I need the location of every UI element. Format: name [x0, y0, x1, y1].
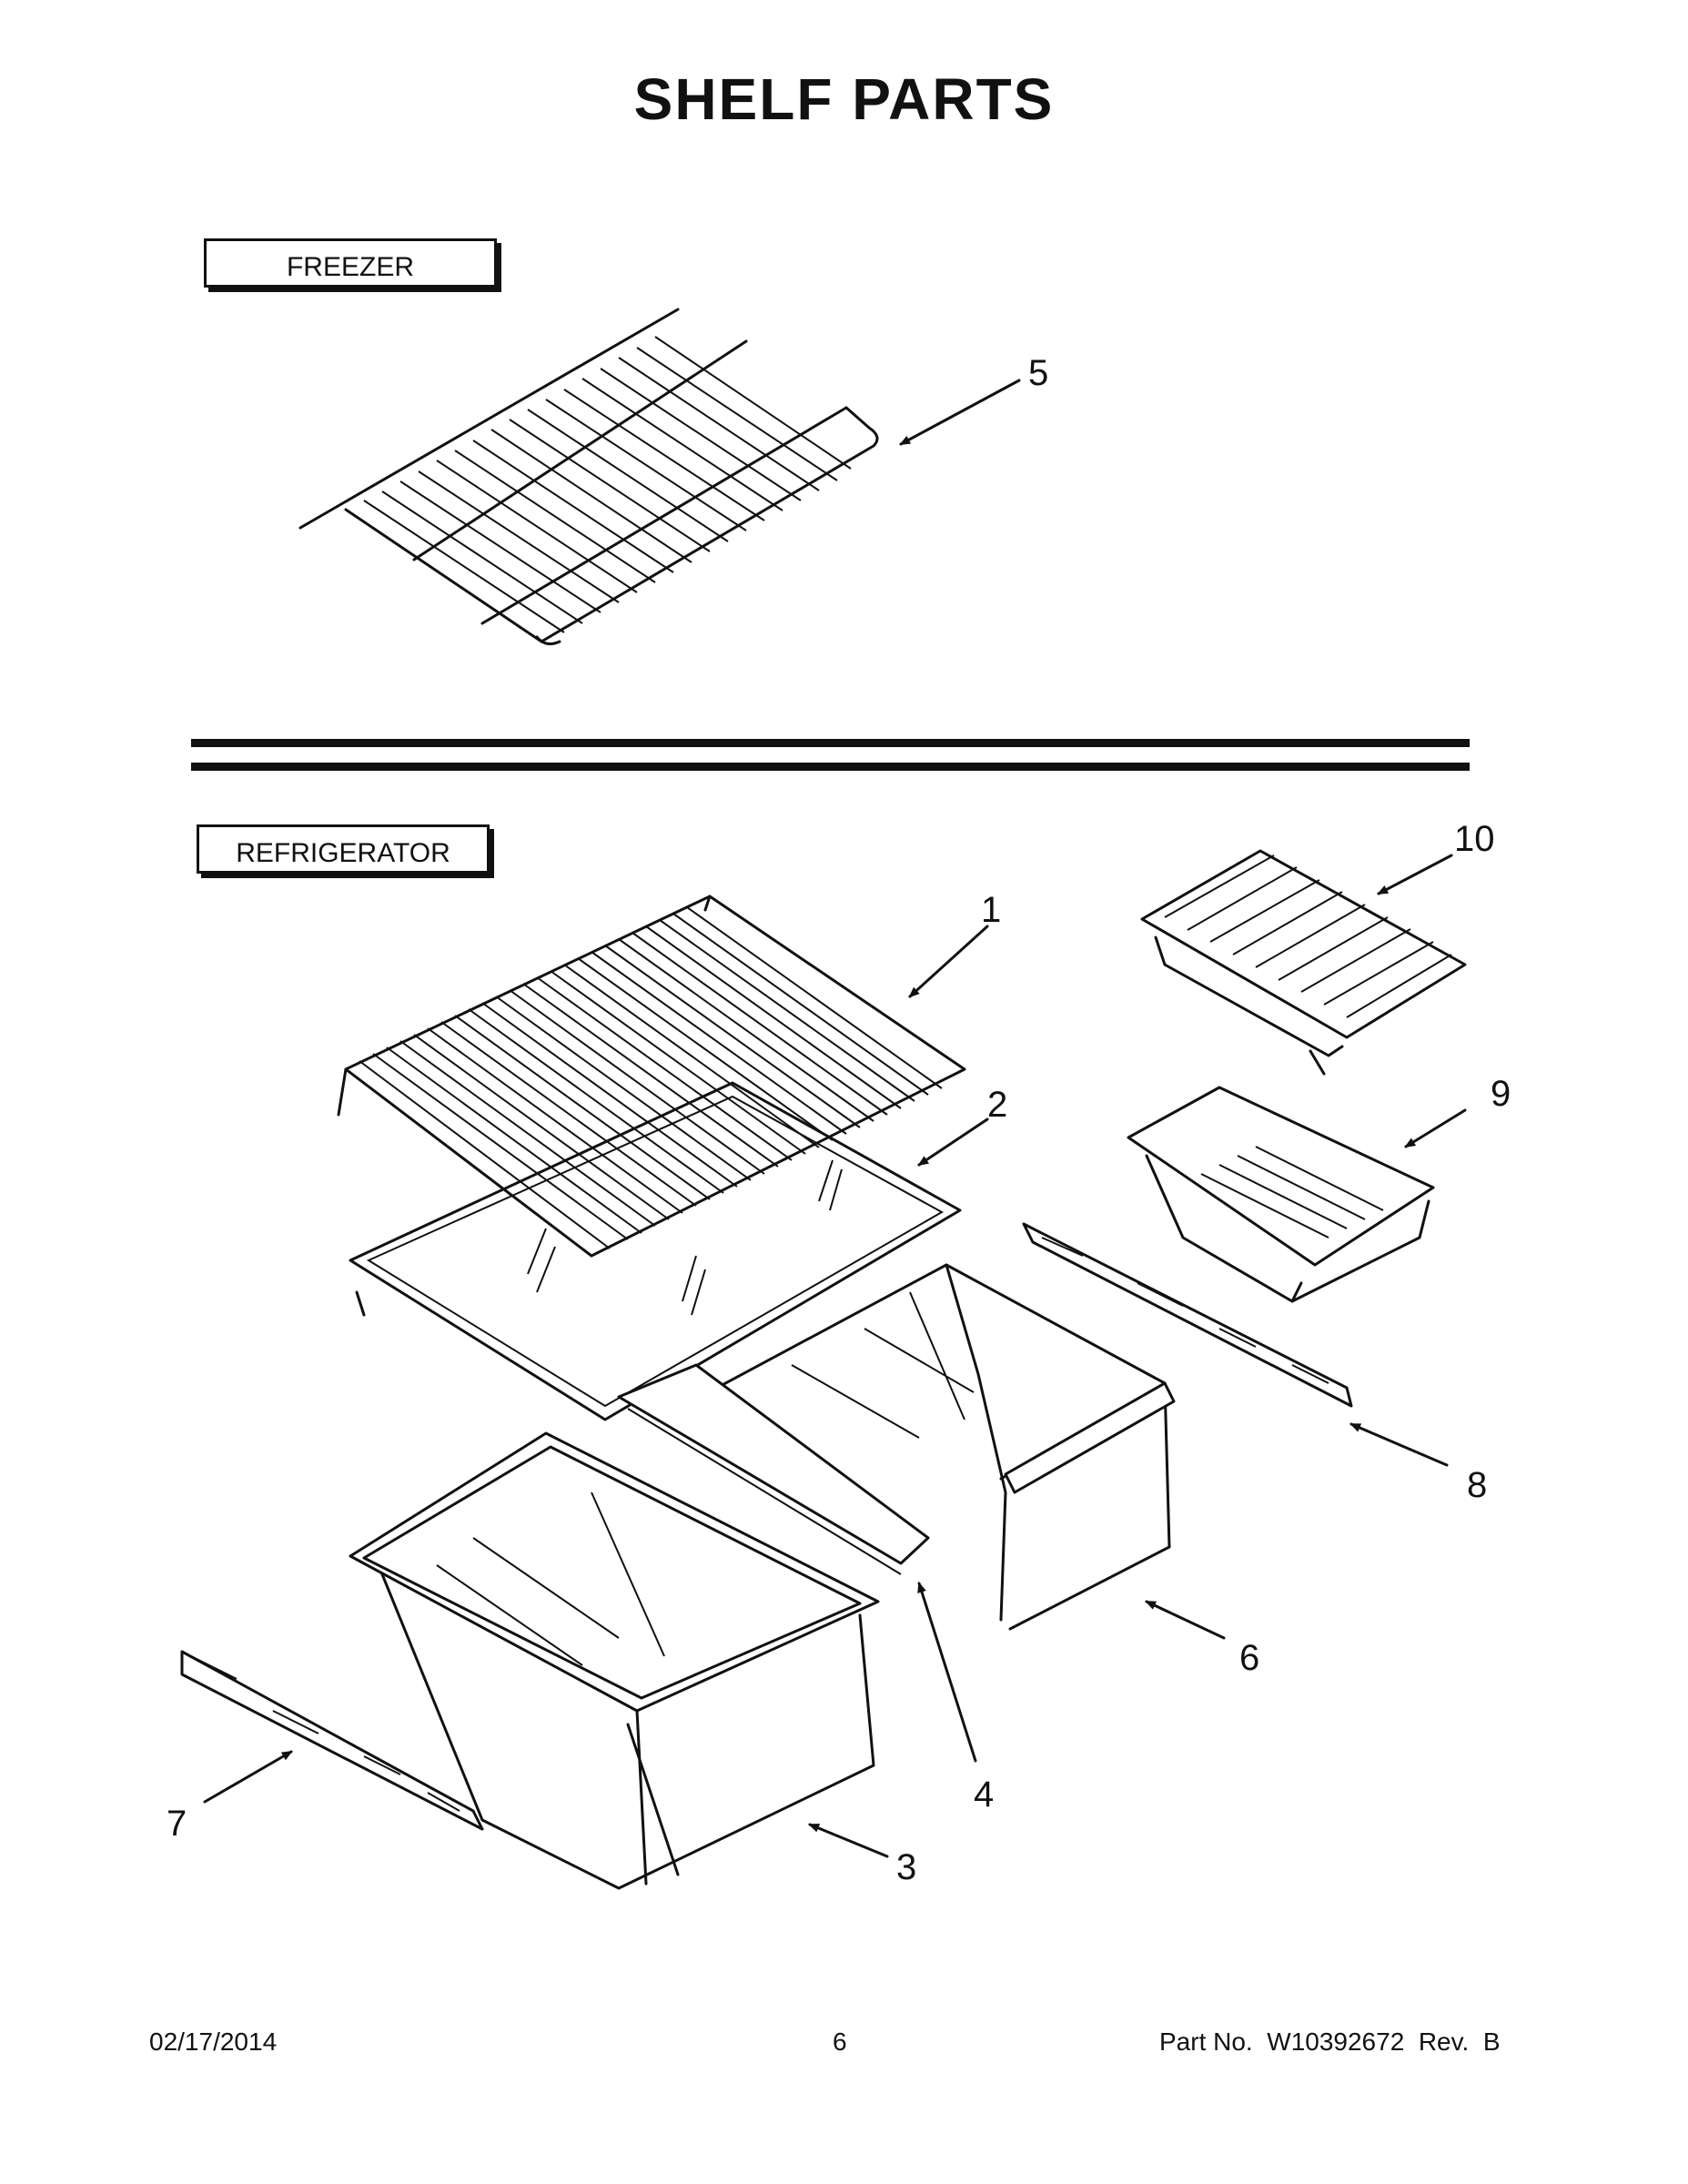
leader-9 — [1404, 1108, 1467, 1148]
refrigerator-section-label: REFRIGERATOR — [197, 824, 490, 874]
leader-3 — [808, 1823, 889, 1858]
leader-5 — [899, 379, 1021, 446]
callout-leaders — [203, 379, 1467, 1858]
freezer-section-label: FREEZER — [204, 238, 497, 288]
right-crisper-drawer — [690, 1263, 1176, 1631]
meat-drawer — [1127, 1086, 1435, 1303]
glass-shelf — [349, 1081, 962, 1421]
freezer-label-text: FREEZER — [286, 252, 414, 282]
section-divider-top — [191, 739, 1470, 747]
leader-8 — [1349, 1422, 1449, 1467]
callout-10: 10 — [1454, 819, 1495, 859]
section-divider-bottom — [191, 763, 1470, 771]
deli-cover — [1140, 849, 1467, 1076]
refrigerator-wire-shelf — [337, 895, 966, 1258]
right-drawer-slide — [1022, 1222, 1353, 1408]
callout-2: 2 — [987, 1085, 1008, 1125]
callout-8: 8 — [1467, 1465, 1488, 1505]
callout-5: 5 — [1028, 353, 1049, 393]
callout-1: 1 — [981, 890, 1002, 930]
freezer-wire-shelf — [298, 308, 879, 646]
leader-6 — [1145, 1600, 1226, 1640]
leader-4 — [917, 1582, 977, 1763]
refrigerator-label-text: REFRIGERATOR — [236, 838, 450, 868]
callout-7: 7 — [167, 1804, 187, 1844]
page-title: SHELF PARTS — [633, 66, 1055, 132]
leader-2 — [917, 1117, 989, 1167]
footer-date: 02/17/2014 — [149, 2027, 278, 2056]
crisper-cover — [617, 1363, 930, 1575]
footer-page-number: 6 — [833, 2027, 847, 2056]
leader-10 — [1377, 854, 1453, 895]
callout-3: 3 — [896, 1847, 917, 1887]
footer-part-number: Part No. W10392672 Rev. B — [1159, 2027, 1501, 2056]
callout-9: 9 — [1491, 1074, 1511, 1114]
callout-4: 4 — [974, 1774, 995, 1815]
leader-1 — [908, 925, 989, 998]
left-crisper-drawer — [349, 1431, 880, 1890]
callout-6: 6 — [1239, 1638, 1260, 1678]
leader-7 — [203, 1750, 293, 1804]
left-drawer-slide — [180, 1650, 484, 1831]
